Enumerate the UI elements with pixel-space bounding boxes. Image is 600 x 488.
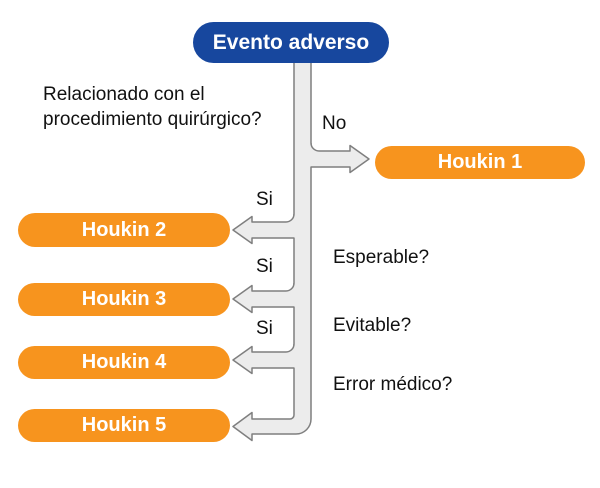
- node-houkin-4: Houkin 4: [18, 346, 230, 379]
- label-question-evitable: Evitable?: [333, 315, 412, 336]
- label-branch-si-houkin2: Si: [256, 189, 273, 210]
- label-branch-si-houkin4: Si: [256, 318, 273, 339]
- label-branch-no: No: [322, 113, 347, 134]
- node-houkin-2: Houkin 2: [18, 213, 230, 247]
- node-houkin-1: Houkin 1: [375, 146, 585, 179]
- pipe-elbow-arrow-houkin5-connector: [232, 54, 312, 442]
- arrow-to-houkin3-fill: [233, 283, 297, 313]
- node-houkin-3: Houkin 3: [18, 283, 230, 316]
- label-question-error-medico: Error médico?: [333, 374, 453, 395]
- arrow-to-houkin2-fill: [233, 214, 297, 244]
- arrow-to-houkin4-icon: [232, 343, 295, 375]
- arrow-to-houkin1-fill: [308, 143, 369, 173]
- arrow-to-houkin3-icon: [232, 282, 295, 314]
- label-branch-si-houkin3: Si: [256, 256, 273, 277]
- arrow-to-houkin4-fill: [233, 344, 297, 374]
- label-question-esperable: Esperable?: [333, 247, 430, 268]
- node-houkin-5: Houkin 5: [18, 409, 230, 442]
- arrow-to-houkin2-icon: [232, 213, 295, 245]
- arrow-to-houkin1-icon: [310, 142, 370, 174]
- label-main-question: Relacionado con el procedimiento quirúrg…: [43, 84, 262, 130]
- node-evento-adverso: Evento adverso: [193, 22, 389, 63]
